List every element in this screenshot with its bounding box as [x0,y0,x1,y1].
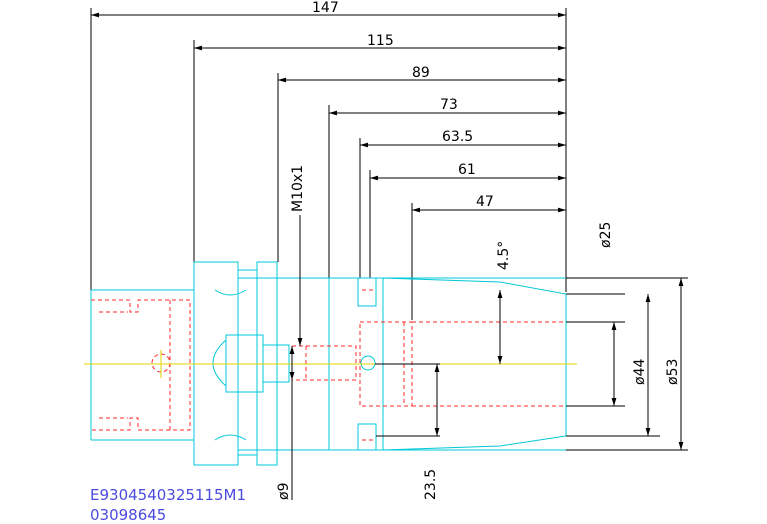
dim-73: 73 [440,97,458,113]
offset-label: 23.5 [423,469,439,500]
part-number: 03098645 [90,506,167,524]
dim-115: 115 [367,33,394,49]
hidden-features [91,289,566,441]
dim-phi53: ø53 [665,359,681,385]
thread-label: M10x1 [290,165,306,212]
dim-phi44: ø44 [632,359,648,385]
diameter-dimensions: ø25 ø44 ø53 ø9 [276,222,688,500]
dim-61: 61 [458,162,476,178]
angle-label: 4.5° [496,241,512,270]
dim-phi25: ø25 [598,222,614,248]
length-dimensions: 147 115 89 73 63.5 61 47 [90,0,567,320]
part-code: E9304540325115M1 [90,486,247,504]
dim-89: 89 [412,65,430,81]
dim-47: 47 [476,194,494,210]
dim-63-5: 63.5 [442,129,473,145]
cross-hole [360,355,376,371]
dim-147: 147 [312,0,339,16]
dim-phi9: ø9 [276,483,292,500]
